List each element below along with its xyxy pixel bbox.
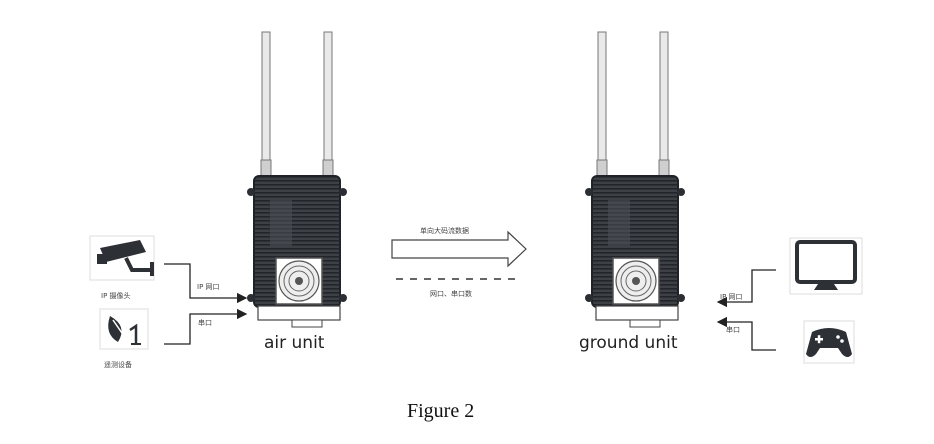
telemetry-label: 遥测设备 [104, 361, 132, 369]
air-unit-label: air unit [264, 333, 325, 353]
air-unit-antenna-right [322, 31, 334, 181]
ground-unit-antenna-left [596, 31, 608, 181]
ground-unit-fan-icon [612, 257, 660, 305]
air-ip-port-label: IP 网口 [197, 283, 220, 291]
ip-camera-label: IP 摄像头 [101, 292, 131, 300]
air-unit-fan-icon [275, 257, 323, 305]
air-serial-connector [164, 308, 248, 345]
air-unit-antenna-left [260, 31, 272, 181]
air-unit [247, 31, 347, 328]
figure-caption: Figure 2 [407, 400, 475, 422]
ground-serial-connector [716, 316, 776, 351]
air-serial-port-label: 串口 [198, 319, 212, 327]
air-ip-connector [164, 263, 248, 304]
ground-unit-antenna-right [658, 31, 670, 181]
ground-unit-label: ground unit [579, 333, 678, 353]
downlink-arrow [391, 230, 527, 268]
telemetry-device-icon [99, 308, 149, 350]
ground-unit [585, 31, 685, 328]
gamepad-icon [803, 320, 855, 364]
ground-unit-base [595, 305, 679, 328]
cctv-camera-icon [89, 235, 155, 281]
ground-ip-port-label: IP 网口 [720, 293, 743, 301]
monitor-icon [789, 237, 863, 295]
bidirectional-label: 网口、串口数 [430, 290, 472, 298]
air-unit-base [257, 305, 341, 328]
ground-serial-port-label: 串口 [726, 326, 740, 334]
downlink-label: 单向大码流数据 [420, 227, 469, 235]
ground-ip-connector [716, 269, 776, 308]
